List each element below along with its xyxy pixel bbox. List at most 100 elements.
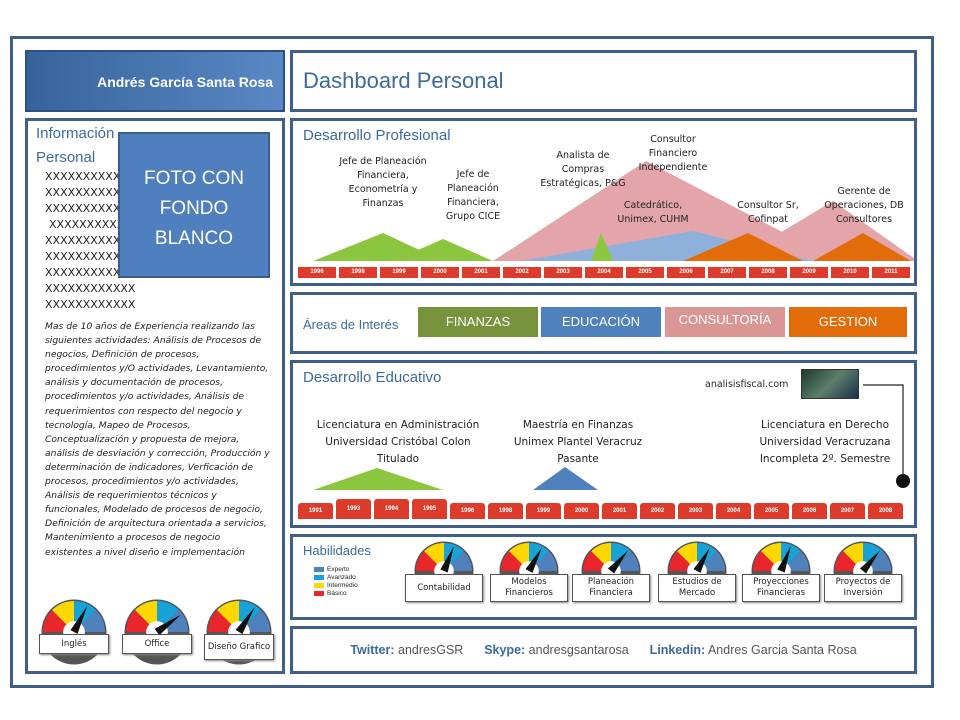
gauge-needle (777, 546, 791, 573)
gauge-needle (154, 614, 181, 636)
skill-label: Contabilidad (405, 574, 483, 602)
timeline-year: 2011 (872, 267, 910, 278)
person-name: Andrés García Santa Rosa (97, 74, 273, 90)
education-year: 2005 (754, 503, 789, 519)
gauge-needle (859, 550, 880, 574)
photo-text-2: FONDO (159, 198, 229, 219)
interest-finanzas: FINANZAS (418, 307, 538, 337)
position-label-6: Consultor Sr, Cofinpat (737, 200, 799, 225)
education-year: 1998 (488, 503, 523, 519)
education-year: 1994 (374, 499, 409, 519)
info-line: XXXXXXXXXXXX (45, 298, 136, 311)
gauge-needle (235, 607, 255, 635)
timeline-year: 2006 (667, 267, 705, 278)
info-line: XXXXXXXXXXXX (45, 186, 136, 199)
education-year: 1999 (526, 503, 561, 519)
twitter-handle[interactable]: andresGSR (398, 643, 464, 657)
skill-label: Proyectos de Inversión (824, 574, 902, 602)
skill-label: Estudios de Mercado (658, 574, 736, 602)
info-line: XXXXXXXXXXXX (45, 266, 136, 279)
interest-gestion: GESTION (789, 307, 907, 337)
mountain-gerente-orange (813, 233, 911, 261)
position-label-1: Jefe de Planeación Financiera, Econometr… (339, 156, 427, 209)
timeline-year: 1999 (380, 267, 418, 278)
photo-text-3: BLANCO (154, 228, 234, 249)
education-chart (313, 384, 910, 490)
skill-label: Diseño Grafico (204, 634, 274, 660)
degree-mountain-maestria (533, 467, 598, 490)
legend-intermedio: Intermedio (314, 582, 358, 590)
position-label-7: Gerente de Operaciones, DB Consultores (824, 186, 904, 225)
info-line: XXXXXXXXXXXX (49, 218, 140, 231)
interest-educacion: EDUCACIÓN (541, 307, 661, 337)
timeline-year: 1998 (339, 267, 377, 278)
education-year: 2006 (792, 503, 827, 519)
degree-label-3: Licenciatura en Derecho Universidad Vera… (759, 419, 891, 465)
timeline-year: 2001 (462, 267, 500, 278)
timeline-year: 2005 (626, 267, 664, 278)
partner-logo-image (801, 369, 859, 399)
position-label-4: Consultor Financiero Independiente (638, 134, 708, 173)
skill-label: Office (122, 634, 192, 654)
dashboard-header: Dashboard Personal (290, 50, 917, 112)
timeline-year: 1996 (298, 267, 336, 278)
linkedin-label: Linkedin: (649, 643, 706, 657)
contact-panel: Twitter: andresGSR Skype: andresgsantaro… (290, 626, 917, 674)
mountain-jefe-2 (393, 239, 493, 261)
timeline-year: 2000 (421, 267, 459, 278)
skill-label: Modelos Financieros (490, 574, 568, 602)
legend-basico: Básico (314, 590, 358, 598)
education-year: 2003 (678, 503, 713, 519)
info-title-line1: Información (36, 125, 115, 142)
timeline-year: 2004 (585, 267, 623, 278)
education-year: 1996 (450, 503, 485, 519)
skill-label: Proyecciones Financieras (742, 574, 820, 602)
education-title: Desarrollo Educativo (303, 369, 442, 386)
partner-logo-text: analisisfiscal.com (705, 379, 789, 390)
gauge-needle (607, 550, 628, 574)
education-year: 2000 (564, 503, 599, 519)
experience-summary: Mas de 10 años de Experiencia realizando… (45, 321, 270, 558)
timeline-year: 2007 (708, 267, 746, 278)
legend-experto: Experto (314, 566, 358, 574)
education-year: 1993 (336, 499, 371, 519)
gauge-needle (70, 605, 88, 634)
skill-label: Planeación Financiera (572, 574, 650, 602)
education-year: 2004 (716, 503, 751, 519)
education-panel: Desarrollo Educativo analisisfiscal.com … (290, 360, 917, 528)
education-year: 1995 (412, 499, 447, 519)
info-line: XXXXXXXXXXXX (45, 282, 136, 295)
timeline-year: 2008 (749, 267, 787, 278)
gauge-dial (124, 599, 190, 665)
gauge-needle (693, 547, 710, 573)
info-line: XXXXXXXXXXXX (45, 170, 136, 183)
degree-marker-derecho (896, 474, 910, 488)
legend-avanzado: Avanzado (314, 574, 358, 582)
education-year: 2007 (830, 503, 865, 519)
skype-label: Skype: (484, 643, 526, 657)
timeline-year: 2003 (544, 267, 582, 278)
info-line: XXXXXXXXXXXX (45, 234, 136, 247)
skills-title: Habilidades (303, 543, 371, 558)
professional-chart (313, 161, 914, 261)
skype-handle[interactable]: andresgsantarosa (528, 643, 629, 657)
timeline-year: 2009 (790, 267, 828, 278)
photo-text-1: FOTO CON (144, 168, 244, 189)
education-year: 2001 (602, 503, 637, 519)
position-label-5: Catedrático, Unimex, CUHM (617, 200, 689, 225)
contact-bar: Twitter: andresGSR Skype: andresgsantaro… (293, 643, 914, 657)
linkedin-profile[interactable]: Andres Garcia Santa Rosa (707, 643, 857, 657)
skill-gauge (123, 598, 191, 666)
professional-title: Desarrollo Profesional (303, 127, 451, 144)
skill-gauge (40, 598, 108, 666)
info-line: XXXXXXXXXXXX (45, 250, 136, 263)
skill-label: Inglés (39, 634, 109, 654)
dashboard-frame (10, 36, 934, 688)
gauge-dial (41, 599, 107, 665)
photo-placeholder: FOTO CON FONDO BLANCO (118, 132, 270, 278)
mountain-consultor-sr (683, 233, 803, 261)
info-line: XXXXXXXXXXXX (45, 202, 136, 215)
